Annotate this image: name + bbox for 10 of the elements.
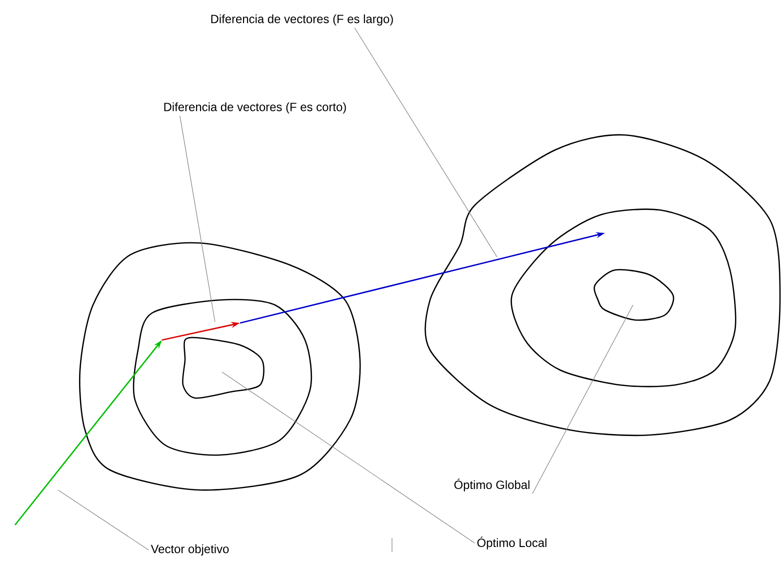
leader-line <box>532 304 634 494</box>
callout-label: Óptimo Local <box>477 536 546 550</box>
leader-line <box>354 27 498 258</box>
callout-label: Óptimo Global <box>454 478 530 492</box>
callout-label: Diferencia de vectores (F es largo) <box>211 14 393 26</box>
leader-line <box>58 490 149 550</box>
leader-line <box>222 372 475 544</box>
callout-label: Diferencia de vectores (F es corto) <box>164 102 346 114</box>
callout-label: Vector objetivo <box>150 544 229 556</box>
leader-line <box>180 115 216 322</box>
